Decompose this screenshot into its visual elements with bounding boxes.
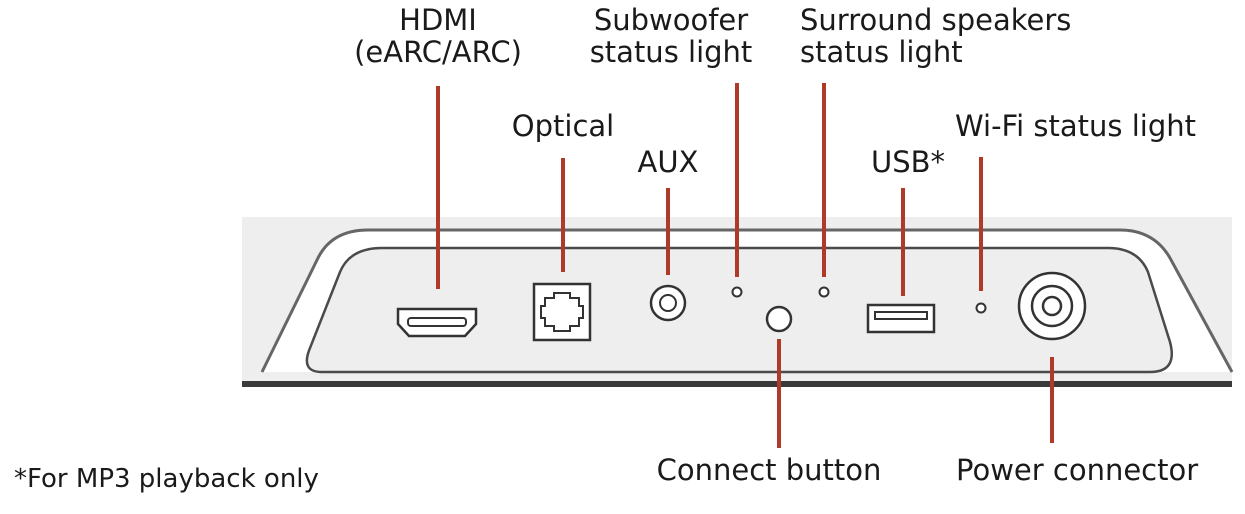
aux-port-hole <box>659 294 677 312</box>
footnote: *For MP3 playback only <box>14 464 319 494</box>
label-surround: Surround speakers status light <box>800 4 1130 68</box>
label-hdmi-line1: HDMI <box>399 3 477 37</box>
label-subwoofer-line2: status light <box>589 35 753 69</box>
label-subwoofer-line1: Subwoofer <box>593 3 749 37</box>
label-aux: AUX <box>637 145 699 179</box>
connect-button-icon <box>765 305 793 333</box>
usb-port-inner <box>874 311 928 320</box>
label-optical: Optical <box>511 109 615 143</box>
label-hdmi-line2: (eARC/ARC) <box>354 35 522 69</box>
hdmi-port-inner <box>407 317 467 327</box>
panel-inner <box>305 246 1173 374</box>
label-surround-line2: status light <box>800 35 963 69</box>
power-connector-pin <box>1041 295 1063 317</box>
label-subwoofer: Subwoofer status light <box>562 4 780 68</box>
label-connect: Connect button <box>656 453 882 487</box>
wifi-light-icon <box>975 302 987 314</box>
subwoofer-light-icon <box>731 286 743 298</box>
optical-port-inner <box>540 292 584 332</box>
label-usb: USB* <box>870 145 946 179</box>
label-power: Power connector <box>956 453 1199 487</box>
label-wifi: Wi-Fi status light <box>955 109 1197 143</box>
label-hdmi: HDMI (eARC/ARC) <box>318 4 558 68</box>
surround-light-icon <box>818 286 830 298</box>
leader-lines <box>436 83 1054 448</box>
soundbar-bottom-edge <box>242 381 1232 387</box>
label-surround-line1: Surround speakers <box>800 3 1072 37</box>
